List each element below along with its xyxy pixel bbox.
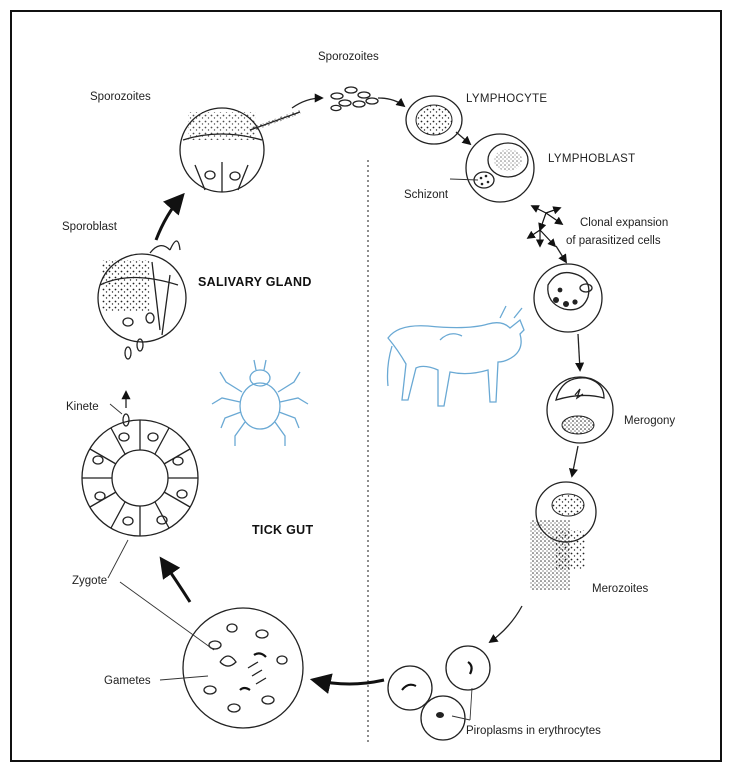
label-sporozoites-left: Sporozoites (90, 91, 151, 103)
label-tick-gut: TICK GUT (252, 523, 313, 537)
label-sporozoites-top: Sporozoites (318, 51, 379, 63)
salivary-acinus-sporoblast (98, 241, 186, 342)
gut-with-gametes (183, 608, 303, 728)
sporozoites-cluster (331, 87, 378, 111)
tick-icon (212, 360, 308, 446)
label-gametes: Gametes (104, 675, 151, 687)
label-lymphocyte: LYMPHOCYTE (466, 93, 547, 105)
label-lymphoblast: LYMPHOBLAST (548, 153, 635, 165)
cow-icon (388, 306, 525, 406)
merogony-cell (547, 377, 613, 443)
label-merozoites: Merozoites (592, 583, 648, 595)
salivary-acinus-sporozoites (180, 108, 300, 192)
label-salivary-gland: SALIVARY GLAND (198, 275, 312, 289)
lymphoblast-cell (466, 134, 534, 202)
parasitized-cell (534, 264, 602, 332)
kinete-forms (123, 339, 143, 426)
label-merogony: Merogony (624, 415, 675, 427)
clonal-expansion-arrows (528, 206, 562, 246)
tick-gut-epithelium (82, 420, 198, 536)
label-piroplasms: Piroplasms in erythrocytes (466, 725, 601, 737)
label-clonal-line2: of parasitized cells (566, 235, 661, 247)
label-kinete: Kinete (66, 401, 99, 413)
label-schizont: Schizont (404, 189, 449, 201)
cycle-arrows (126, 98, 580, 684)
label-clonal-line1: Clonal expansion (580, 217, 668, 229)
label-zygote: Zygote (72, 575, 107, 587)
label-sporoblast: Sporoblast (62, 221, 118, 233)
lymphocyte-cell (406, 96, 462, 144)
merozoites-release (530, 482, 596, 590)
